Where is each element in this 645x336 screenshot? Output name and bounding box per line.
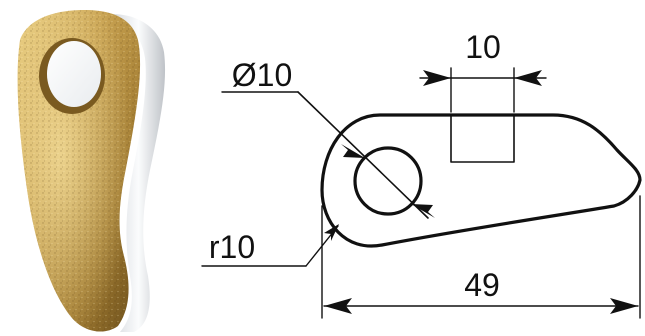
radius-arrow bbox=[324, 224, 339, 241]
end-radius-label: r10 bbox=[209, 229, 255, 265]
hole-circle bbox=[353, 146, 423, 216]
part-hole bbox=[47, 41, 101, 107]
part-photo bbox=[17, 10, 166, 332]
hole-diameter-label: Ø10 bbox=[232, 57, 292, 93]
length-arrow-right bbox=[610, 298, 638, 314]
part-side-edge bbox=[112, 14, 166, 332]
technical-drawing bbox=[201, 67, 642, 319]
part-outline bbox=[320, 113, 642, 248]
length-arrow-left bbox=[324, 298, 352, 314]
slot-arrow-left bbox=[423, 70, 451, 86]
slot-arrow-right bbox=[514, 70, 542, 86]
slot-width-label: 10 bbox=[465, 29, 501, 65]
arrowheads bbox=[324, 70, 638, 314]
slot-outline bbox=[450, 115, 515, 163]
diameter-leader bbox=[297, 91, 429, 219]
overall-length-label: 49 bbox=[464, 267, 500, 303]
diameter-arrow-bottom bbox=[411, 204, 435, 218]
diameter-arrow-top bbox=[341, 144, 365, 158]
